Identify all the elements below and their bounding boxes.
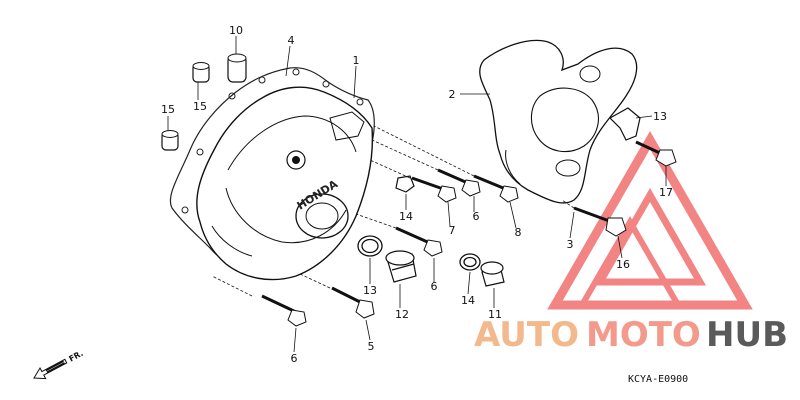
callout-12: 14 [461,294,475,307]
callout-11: 13 [653,110,667,123]
callout-17: 17 [659,186,673,199]
front-label: FR. [67,349,84,364]
cap-10 [385,250,417,283]
diagram-code: KCYA-E0900 [628,374,688,385]
callout-15-lower: 15 [161,103,175,116]
callout-14: 14 [399,210,413,223]
callout-6-upper: 6 [473,210,480,223]
callout-labels: 10 4 1 15 15 2 13 17 3 16 14 7 6 8 13 6 … [161,24,673,365]
callout-3: 3 [567,238,574,251]
dowel-pin-8 [227,53,247,83]
watermark-hub: HUB [706,315,788,355]
callout-10: 12 [395,308,409,321]
callout-7-left: 7 [449,224,456,237]
callout-9: 11 [488,308,502,321]
watermark-auto: AUTO [474,315,579,355]
bolt-5 [331,286,375,319]
sprocket-cover [479,39,638,204]
bolt-6-upper [437,168,481,197]
callout-6-lower: 6 [291,352,298,365]
leader-lines [167,36,667,353]
crankcase-cover: HONDA [196,86,374,281]
watermark-moto: MOTO [586,315,701,355]
wire-clamp [609,107,641,141]
callout-4: 4 [288,34,295,47]
callout-13: 13 [363,284,377,297]
bolt-16 [573,206,627,237]
bolt-6-middle [395,226,443,257]
callout-8: 10 [229,24,243,37]
callout-15-upper: 15 [193,100,207,113]
callout-7-right: 8 [515,226,522,239]
o-ring-12 [459,253,481,271]
callout-6-middle: 6 [431,280,438,293]
bolt-7-right [473,174,519,203]
nut-14 [395,175,415,193]
front-direction-arrow: FR. [33,349,85,380]
watermark-triangle-logo [547,130,753,310]
callout-16: 16 [616,258,630,271]
bolt-6-lower-left [261,294,307,327]
assembly-lines [211,125,575,297]
bolt-17 [635,140,677,167]
dowel-pin-15-upper [192,62,210,83]
o-ring-13 [357,235,383,257]
callout-5: 5 [368,340,375,353]
watermark-text: AUTO MOTO HUB [474,315,788,355]
cap-9 [480,261,505,287]
dowel-pin-15-lower [161,130,179,151]
callout-1: 1 [353,54,360,67]
bolt-7-left [411,176,457,203]
callout-2: 2 [449,88,456,101]
